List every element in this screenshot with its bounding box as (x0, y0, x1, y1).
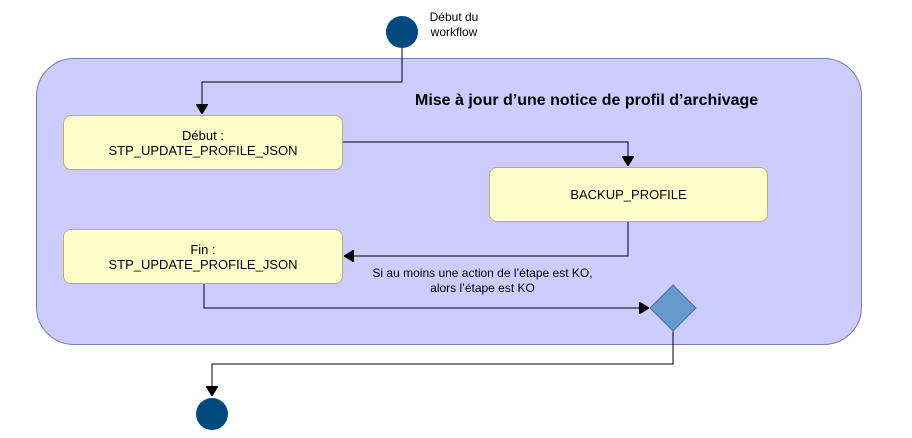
start-label-line1: Début du (429, 10, 479, 24)
step-end-line1: Fin : (190, 241, 216, 257)
ko-note-line2: alors l’étape est KO (430, 281, 535, 295)
step-start-line1: Début : (182, 127, 224, 143)
start-label-line2: workflow (430, 25, 478, 39)
container-title: Mise à jour d’une notice de profil d’arc… (415, 92, 759, 109)
step-start-line2: STP_UPDATE_PROFILE_JSON (108, 142, 298, 158)
end-node (196, 398, 228, 430)
connector-end-step-to-decision (203, 284, 648, 308)
start-node-label: Début du workflow (418, 10, 490, 40)
decision-diamond (649, 284, 697, 332)
start-node (386, 16, 418, 48)
step-end-line2: STP_UPDATE_PROFILE_JSON (108, 256, 298, 272)
ko-note-line1: Si au moins une action de l’étape est KO… (372, 266, 593, 280)
step-end-box: Fin : STP_UPDATE_PROFILE_JSON (63, 229, 343, 284)
step-start-box: Début : STP_UPDATE_PROFILE_JSON (63, 115, 343, 170)
step-backup-line1: BACKUP_PROFILE (570, 187, 687, 202)
connector-step1-to-backup (343, 141, 628, 165)
step-backup-box: BACKUP_PROFILE (489, 167, 768, 222)
ko-condition-note: Si au moins une action de l’étape est KO… (350, 266, 615, 296)
connector-start-to-step1 (202, 48, 403, 113)
connector-backup-to-end-step (345, 222, 629, 256)
connector-decision-to-end-node (212, 331, 674, 395)
